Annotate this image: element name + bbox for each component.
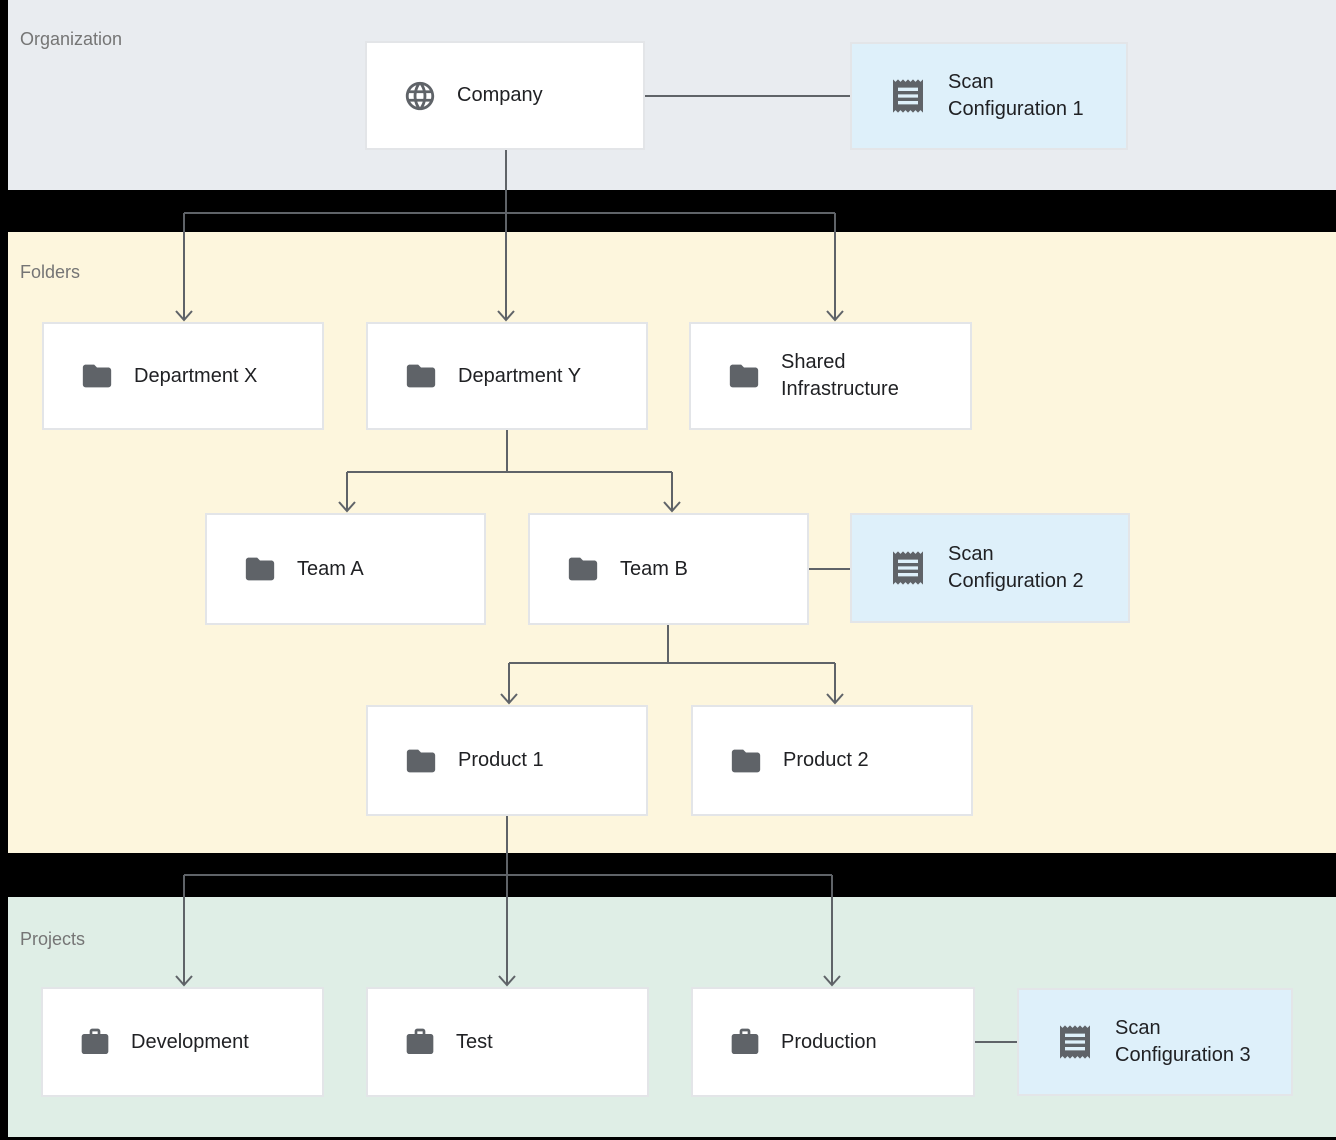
briefcase-icon — [404, 1026, 436, 1058]
node-scan-configuration-2: Scan Configuration 2 — [850, 513, 1130, 623]
briefcase-icon — [729, 1026, 761, 1058]
node-label: Scan Configuration 3 — [1115, 1017, 1251, 1066]
node-department-y: Department Y — [366, 322, 648, 430]
section-label-projects: Projects — [20, 929, 86, 949]
node-scan-configuration-1: Scan Configuration 1 — [850, 42, 1128, 150]
folder-icon — [566, 552, 600, 586]
section-label-organization: Organization — [20, 29, 123, 49]
node-label: Scan Configuration 2 — [948, 543, 1084, 592]
globe-icon — [403, 79, 437, 113]
receipt-icon — [1055, 1022, 1095, 1062]
folder-icon — [404, 744, 438, 778]
node-label: Product 2 — [783, 749, 869, 771]
node-label: Team B — [620, 557, 688, 580]
node-company: Company — [365, 41, 645, 150]
folder-icon — [243, 552, 277, 586]
node-label: Product 1 — [458, 749, 544, 771]
folder-icon — [404, 359, 438, 393]
node-team-b: Team B — [528, 513, 809, 625]
node-label: Test — [456, 1030, 493, 1053]
node-label: Department X — [134, 364, 258, 387]
receipt-icon — [888, 76, 928, 116]
node-label: Production — [781, 1030, 877, 1053]
section-organization — [8, 0, 1336, 190]
node-label: Shared Infrastructure — [781, 351, 899, 400]
node-label: Department Y — [458, 364, 582, 387]
folder-icon — [729, 744, 763, 778]
node-department-x: Department X — [42, 322, 324, 430]
receipt-icon — [888, 548, 928, 588]
node-label: Company — [457, 84, 543, 106]
node-production: Production — [691, 987, 975, 1097]
folder-icon — [727, 359, 761, 393]
node-shared-infrastructure: Shared Infrastructure — [689, 322, 972, 430]
node-team-a: Team A — [205, 513, 486, 625]
node-label: Development — [131, 1030, 249, 1053]
folder-icon — [80, 359, 114, 393]
node-product-1: Product 1 — [366, 705, 648, 816]
node-product-2: Product 2 — [691, 705, 973, 816]
node-scan-configuration-3: Scan Configuration 3 — [1017, 988, 1293, 1096]
node-test: Test — [366, 987, 649, 1097]
node-label: Scan Configuration 1 — [948, 71, 1084, 120]
node-development: Development — [41, 987, 324, 1097]
node-label: Team A — [297, 557, 364, 580]
section-label-folders: Folders — [20, 262, 81, 282]
briefcase-icon — [79, 1026, 111, 1058]
